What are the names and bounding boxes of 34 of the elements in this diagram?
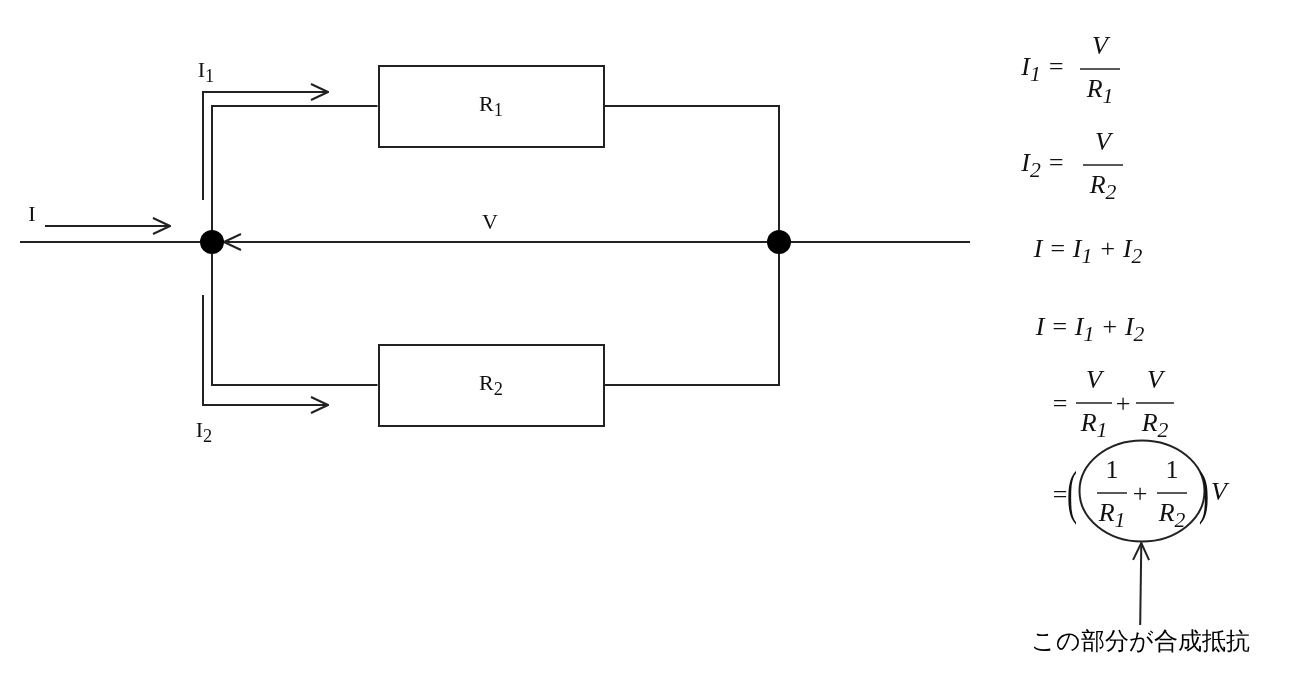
wire	[603, 253, 780, 386]
wire	[211, 253, 379, 386]
fraction-numerator: 1	[1165, 457, 1179, 483]
math-operator: +	[1132, 481, 1148, 507]
fraction-denominator: R$_{1}$	[1080, 410, 1108, 442]
annotation-text: この部分が合成抵抗	[1015, 625, 1265, 657]
fraction-denominator: R$_{1}$	[1086, 76, 1114, 108]
current-label: I$_{1}$	[197, 58, 215, 86]
formula-text: I = I$_{1}$ + I$_{2}$	[1035, 314, 1145, 346]
current-label: I$_{2}$	[195, 418, 213, 446]
fraction-denominator: R$_{2}$	[1158, 500, 1186, 532]
wire	[603, 105, 780, 231]
resistor-symbol	[377, 64, 605, 148]
wire	[19, 241, 201, 243]
formula-text: I$_{2}$ =	[1021, 150, 1065, 182]
junction-dot	[767, 230, 791, 254]
math-operator: =	[1052, 391, 1068, 417]
fraction-denominator: R$_{2}$	[1089, 172, 1117, 204]
component-label: R$_{1}$	[479, 92, 503, 120]
math-operator: +	[1115, 391, 1131, 417]
fraction-denominator: R$_{1}$	[1098, 500, 1126, 532]
arrow	[223, 233, 768, 251]
junction-dot	[200, 230, 224, 254]
math-operator: =	[1052, 482, 1068, 508]
leader-line	[1132, 542, 1151, 626]
wire	[211, 105, 379, 231]
current-label: I	[28, 203, 36, 225]
formula-text: I$_{1}$ =	[1021, 54, 1065, 86]
resistor-symbol	[377, 343, 605, 427]
fraction-numerator: 1	[1105, 457, 1119, 483]
fraction-denominator: R$_{2}$	[1141, 410, 1169, 442]
component-label: R$_{2}$	[479, 371, 503, 399]
wire	[790, 241, 971, 243]
formula-text: I = I$_{1}$ + I$_{2}$	[1033, 236, 1143, 268]
